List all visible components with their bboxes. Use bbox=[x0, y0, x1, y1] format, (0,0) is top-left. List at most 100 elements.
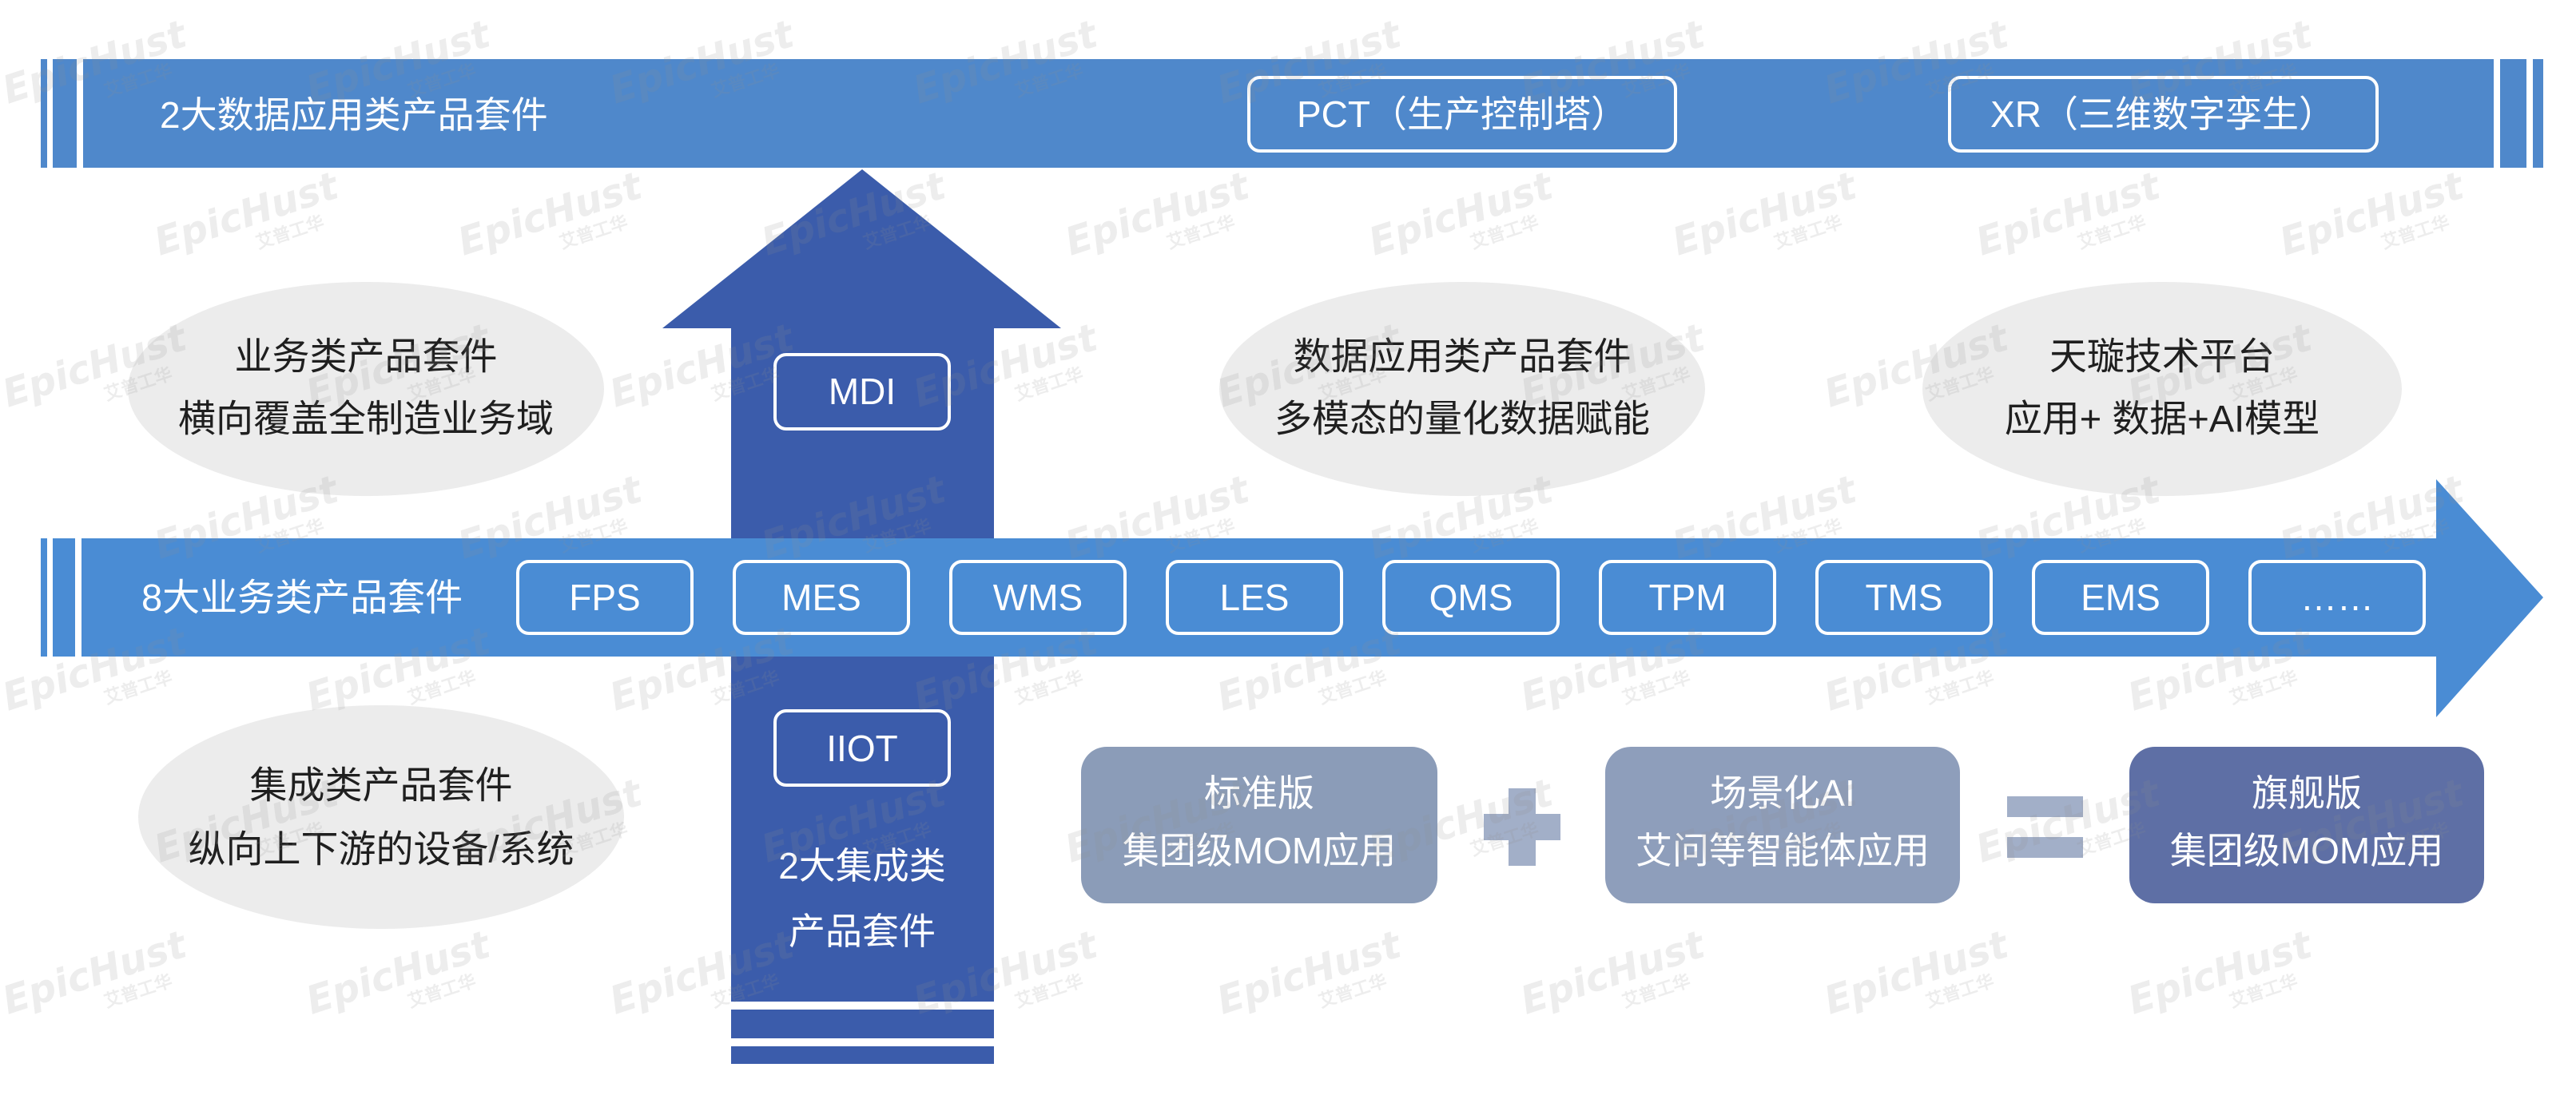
arrow-tail-stripe bbox=[731, 1046, 994, 1064]
flagship-edition-card bbox=[2129, 747, 2484, 903]
business-item: MES bbox=[733, 560, 910, 635]
watermark-brand-text: EpicHust bbox=[1059, 163, 1256, 264]
equals-icon-bottom bbox=[2007, 837, 2083, 858]
business-arrow: 8大业务类产品套件 FPS MES WMS LES QMS TPM TMS bbox=[41, 479, 2543, 717]
business-item-box bbox=[516, 560, 694, 635]
business-arrow-label: 8大业务类产品套件 bbox=[141, 577, 463, 619]
business-item: WMS bbox=[949, 560, 1127, 635]
xr-box bbox=[1948, 76, 2379, 153]
pct-label: PCT（生产控制塔） bbox=[1297, 93, 1628, 135]
business-item: LES bbox=[1166, 560, 1343, 635]
watermark-brand-text: EpicHust bbox=[1211, 922, 1408, 1023]
standard-edition-subtitle: 集团级MOM应用 bbox=[1123, 830, 1396, 871]
business-item-label: FPS bbox=[569, 577, 640, 618]
business-item-label: LES bbox=[1220, 577, 1290, 618]
business-item: TMS bbox=[1815, 560, 1993, 635]
arrow-edge-stripe bbox=[53, 538, 75, 657]
data-application-bar: 2大数据应用类产品套件 PCT（生产控制塔） XR（三维数字孪生） bbox=[41, 59, 2543, 168]
standard-edition-card bbox=[1081, 747, 1437, 903]
bar-edge-stripe bbox=[2500, 59, 2526, 168]
ai-scenario-subtitle: 艾问等智能体应用 bbox=[1636, 830, 1930, 871]
business-suite-title: 业务类产品套件 bbox=[235, 335, 498, 378]
business-item: …… bbox=[2248, 560, 2426, 635]
watermark-sub-text: 艾普工华 bbox=[1771, 212, 1845, 253]
business-item: EMS bbox=[2032, 560, 2209, 635]
business-arrow-body bbox=[81, 479, 2543, 717]
ai-scenario-card bbox=[1605, 747, 1960, 903]
platform-description: 应用+ 数据+AI模型 bbox=[2005, 398, 2320, 440]
integration-suite-title: 集成类产品套件 bbox=[250, 764, 513, 807]
business-item-box bbox=[1815, 560, 1993, 635]
business-item-box bbox=[1166, 560, 1343, 635]
platform-ellipse bbox=[1922, 282, 2402, 496]
integration-suite-ellipse bbox=[138, 705, 624, 929]
watermark-sub-text: 艾普工华 bbox=[405, 667, 479, 708]
watermark-sub-text: 艾普工华 bbox=[2379, 212, 2452, 253]
watermark-sub-text: 艾普工华 bbox=[101, 667, 175, 708]
bar-edge-stripe bbox=[41, 59, 47, 168]
watermark-sub-text: 艾普工华 bbox=[2075, 212, 2149, 253]
watermark-brand-text: EpicHust bbox=[452, 163, 649, 264]
ai-scenario-title: 场景化AI bbox=[1710, 772, 1854, 814]
watermark-sub-text: 艾普工华 bbox=[1164, 212, 1238, 253]
watermark-sub-text: 艾普工华 bbox=[1620, 970, 1693, 1012]
business-item-label: TPM bbox=[1648, 577, 1726, 618]
watermark-sub-text: 艾普工华 bbox=[1923, 970, 1997, 1012]
flagship-edition-title: 旗舰版 bbox=[2252, 772, 2362, 814]
bar-edge-stripe bbox=[53, 59, 77, 168]
bar-edge-stripe bbox=[2533, 59, 2543, 168]
business-item-box bbox=[1382, 560, 1560, 635]
plus-icon bbox=[1484, 788, 1560, 866]
business-item: TPM bbox=[1599, 560, 1776, 635]
watermark-sub-text: 艾普工华 bbox=[2227, 970, 2300, 1012]
watermark-sub-text: 艾普工华 bbox=[1012, 970, 1086, 1012]
integration-suite-description: 纵向上下游的设备/系统 bbox=[188, 828, 574, 871]
flagship-edition-subtitle: 集团级MOM应用 bbox=[2170, 830, 2443, 871]
watermark-sub-text: 艾普工华 bbox=[405, 970, 479, 1012]
edition-equation: 标准版 集团级MOM应用 场景化AI 艾问等智能体应用 旗舰版 集团级MOM应用 bbox=[1081, 747, 2484, 903]
watermark-brand-text: EpicHust bbox=[149, 163, 345, 264]
watermark-brand-text: EpicHust bbox=[2122, 922, 2319, 1023]
mdi-box bbox=[773, 353, 951, 431]
iiot-box bbox=[773, 709, 951, 787]
watermark-sub-text: 艾普工华 bbox=[253, 212, 327, 253]
business-item: FPS bbox=[516, 560, 694, 635]
iiot-label: IIOT bbox=[826, 728, 897, 769]
watermark-brand-text: EpicHust bbox=[1819, 922, 2015, 1023]
watermark-sub-text: 艾普工华 bbox=[1316, 970, 1389, 1012]
business-item-label: MES bbox=[781, 577, 861, 618]
watermark-sub-text: 艾普工华 bbox=[1012, 363, 1086, 405]
watermark-sub-text: 艾普工华 bbox=[1620, 667, 1693, 708]
plus-icon-vertical bbox=[1509, 788, 1536, 866]
watermark-brand-text: EpicHust bbox=[1970, 163, 2167, 264]
watermark-brand-text: EpicHust bbox=[1363, 163, 1560, 264]
business-item-label: EMS bbox=[2081, 577, 2161, 618]
data-application-ellipse bbox=[1219, 282, 1705, 496]
watermark-brand-text: EpicHust bbox=[0, 922, 193, 1023]
business-item-label: …… bbox=[2300, 577, 2374, 618]
integration-arrow-label-line2: 产品套件 bbox=[789, 911, 936, 952]
business-item-box bbox=[2248, 560, 2426, 635]
integration-arrow-label-line1: 2大集成类 bbox=[778, 845, 946, 887]
business-item-label: WMS bbox=[993, 577, 1083, 618]
watermark-sub-text: 艾普工华 bbox=[1923, 667, 1997, 708]
arrow-edge-stripe bbox=[41, 538, 47, 657]
pct-box bbox=[1247, 76, 1677, 153]
business-item-label: QMS bbox=[1429, 577, 1513, 618]
business-item-box bbox=[733, 560, 910, 635]
standard-edition-title: 标准版 bbox=[1204, 772, 1314, 814]
